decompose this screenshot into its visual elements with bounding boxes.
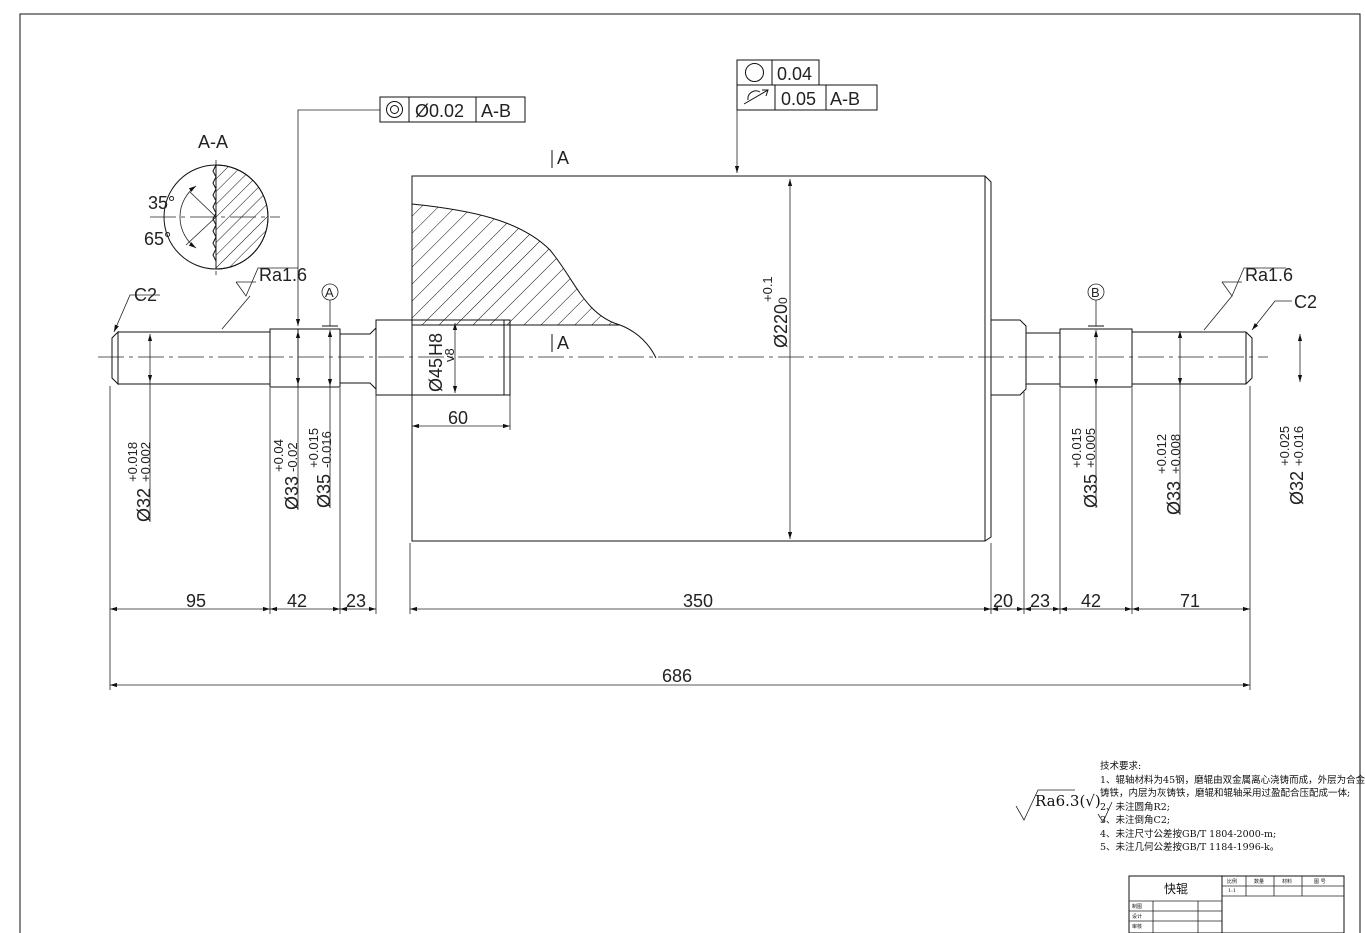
svg-text:A: A — [325, 285, 334, 300]
gdt-runout-frame: 0.04 0.05 A-B — [734, 59, 878, 173]
length-20: 20 — [993, 591, 1013, 611]
roller-diameter-text: Ø220 — [771, 304, 791, 348]
svg-text:Ø2200: Ø2200 — [771, 297, 791, 348]
bore-dimension: Ø45H8 v8 60 — [411, 323, 511, 430]
quantity-label: 数量 — [1254, 879, 1265, 885]
roller-diameter-dimension: Ø2200 +0.1 — [760, 179, 793, 539]
drawn-label: 制图 — [1132, 904, 1143, 910]
svg-text:+0.015: +0.015 — [1069, 428, 1084, 468]
length-95: 95 — [186, 591, 206, 611]
circularity-tolerance: 0.04 — [777, 64, 812, 84]
part-name: 快辊 — [1163, 882, 1188, 896]
datum-b: B — [1087, 283, 1105, 386]
svg-text:+0.002: +0.002 — [138, 442, 153, 482]
svg-text:Ø33: Ø33 — [1164, 481, 1184, 515]
angle-65-label: 65° — [144, 229, 171, 249]
svg-text:-0.016: -0.016 — [319, 431, 334, 468]
material-label: 材料 — [1282, 879, 1293, 885]
shaft-outline — [98, 175, 1268, 542]
review-label: 审核 — [1132, 924, 1143, 930]
drawing-no-label: 图 号 — [1314, 879, 1326, 885]
svg-text:-0.02: -0.02 — [285, 442, 300, 472]
note-line: 5、未注几何公差按GB/T 1184-1996-k。 — [1100, 842, 1280, 853]
technical-requirements: 技术要求: 1、辊轴材料为45钢，磨辊由双金属离心浇铸而成，外层为合金 铸铁，内… — [1100, 760, 1365, 855]
svg-text:+0.016: +0.016 — [1291, 426, 1306, 466]
bore-fit-shaft-text: v8 — [442, 348, 457, 362]
svg-text:C2: C2 — [134, 285, 157, 305]
svg-text:+0.012: +0.012 — [1154, 434, 1169, 474]
scale-value: 1:1 — [1228, 888, 1237, 894]
runout-tolerance: 0.05 — [781, 89, 816, 109]
scale-label: 比例 — [1227, 879, 1238, 885]
svg-text:C2: C2 — [1294, 292, 1317, 312]
title-block-grid — [1128, 875, 1345, 933]
bore-depth-text: 60 — [448, 408, 468, 428]
svg-text:+0.008: +0.008 — [1168, 434, 1183, 474]
roller-diameter-upper: +0.1 — [760, 276, 775, 302]
length-dims: 95 42 23 350 20 23 42 71 686 — [110, 591, 1250, 688]
svg-text:Ra1.6: Ra1.6 — [1245, 265, 1293, 285]
runout-datum: A-B — [830, 89, 860, 109]
svg-text:B: B — [1091, 285, 1100, 300]
section-mark-bottom: A — [557, 333, 569, 353]
notes-title: 技术要求: — [1100, 761, 1142, 772]
note-line: 2、未注圆角R2; — [1100, 801, 1170, 813]
chamfer-left-callout: C2 — [113, 285, 160, 333]
general-roughness-symbol — [1015, 789, 1113, 823]
section-hatch-region — [411, 203, 621, 326]
note-line: 1、辊轴材料为45钢，磨辊由双金属离心浇铸而成，外层为合金 — [1100, 774, 1365, 786]
drawing-frame — [19, 13, 1361, 933]
length-71: 71 — [1180, 591, 1200, 611]
svg-text:+0.005: +0.005 — [1083, 428, 1098, 468]
svg-text:Ra1.6: Ra1.6 — [259, 265, 307, 285]
svg-text:Ø35: Ø35 — [314, 474, 334, 508]
section-view-a-a: A-A 35° 65° — [144, 132, 280, 275]
datum-a: A — [321, 283, 339, 386]
length-42-left: 42 — [287, 591, 307, 611]
section-marks: A A — [551, 148, 569, 353]
general-roughness-text: Ra6.3(√) — [1035, 792, 1101, 810]
diameter-dims: Ø32 +0.018 +0.002 Ø33 +0.04 -0.02 Ø35 +0… — [125, 331, 1307, 522]
svg-text:Ø35: Ø35 — [1081, 474, 1101, 508]
coaxiality-tolerance: Ø0.02 — [415, 101, 464, 121]
length-42-right: 42 — [1081, 591, 1101, 611]
svg-text:Ø32: Ø32 — [134, 488, 154, 522]
svg-text:+0.04: +0.04 — [271, 439, 286, 472]
gdt-coaxiality-frame: Ø0.02 A-B — [295, 96, 526, 326]
svg-text:Ø33: Ø33 — [282, 476, 302, 510]
extension-lines — [109, 386, 1251, 690]
length-23-right: 23 — [1030, 591, 1050, 611]
svg-text:+0.015: +0.015 — [306, 428, 321, 468]
svg-text:+0.018: +0.018 — [125, 442, 140, 482]
chamfer-right-callout: C2 — [1251, 292, 1317, 331]
bore-diameter-text: Ø45H8 — [426, 333, 446, 392]
roughness-left-callout: Ra1.6 — [221, 265, 307, 330]
note-line: 3、未注倒角C2; — [1100, 815, 1171, 826]
note-line: 铸铁，内层为灰铸铁，磨辊和辊轴采用过盈配合压配成一体; — [1100, 788, 1351, 799]
length-686-total: 686 — [662, 666, 692, 686]
section-mark-top: A — [557, 148, 569, 168]
coaxiality-datum: A-B — [481, 101, 511, 121]
note-line: 4、未注尺寸公差按GB/T 1804-2000-m; — [1100, 828, 1277, 840]
length-350: 350 — [683, 591, 713, 611]
angle-35-label: 35° — [148, 193, 175, 213]
length-23-left: 23 — [346, 591, 366, 611]
design-label: 设计 — [1132, 914, 1143, 920]
section-view-label: A-A — [198, 132, 228, 152]
roughness-right-callout: Ra1.6 — [1203, 265, 1293, 331]
svg-text:Ø32: Ø32 — [1287, 471, 1307, 505]
svg-text:+0.025: +0.025 — [1277, 426, 1292, 466]
